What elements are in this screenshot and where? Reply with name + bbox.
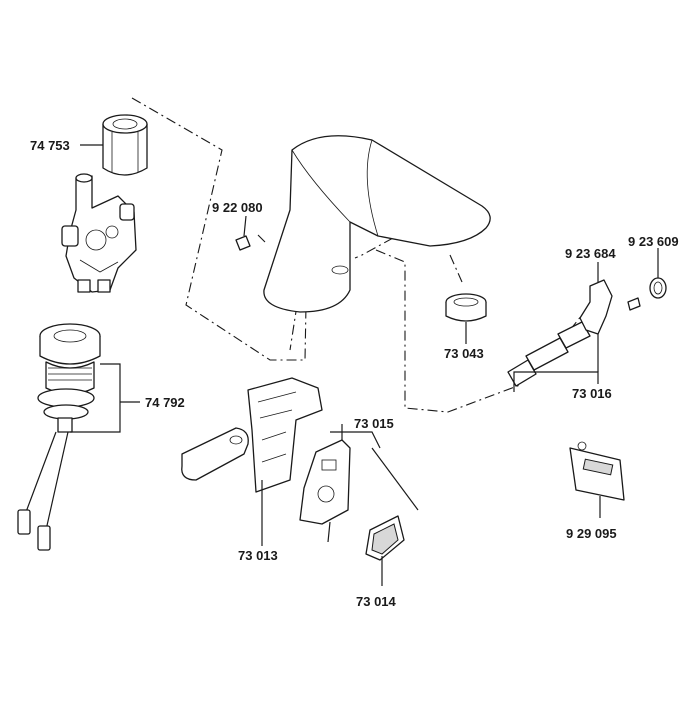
spout-body [263,135,491,313]
electronics-group [181,377,419,586]
circuit-board [299,439,351,525]
temperature-lever [579,279,613,335]
hose-left [25,431,57,513]
cartridge-top [102,114,148,134]
spout-group [235,135,491,344]
label-73-013: 73 013 [238,548,278,563]
mounting-nut [37,388,95,408]
label-9-23-684: 9 23 684 [565,246,616,261]
label-73-016: 73 016 [572,386,612,401]
module-housing [247,377,323,493]
label-73-015: 73 015 [354,416,394,431]
temperature-handle-group [507,248,667,392]
temperature-cartridge [525,337,569,371]
service-key-group [569,441,625,518]
label-9-29-095: 9 29 095 [566,526,617,541]
part-labels: 74 753 74 792 9 22 080 73 043 9 23 684 9… [30,138,679,609]
label-74-753: 74 753 [30,138,70,153]
cartridge-cylinder [102,123,148,176]
label-73-014: 73 014 [356,594,397,609]
hose-right [45,431,69,531]
service-key [569,447,625,501]
valve-body-group [17,114,148,551]
lever-cap [649,277,667,299]
label-9-23-609: 9 23 609 [628,234,679,249]
label-74-792: 74 792 [145,395,185,410]
label-9-22-080: 9 22 080 [212,200,263,215]
label-73-043: 73 043 [444,346,484,361]
assembly-lines [131,97,601,413]
battery-pack [181,427,249,481]
